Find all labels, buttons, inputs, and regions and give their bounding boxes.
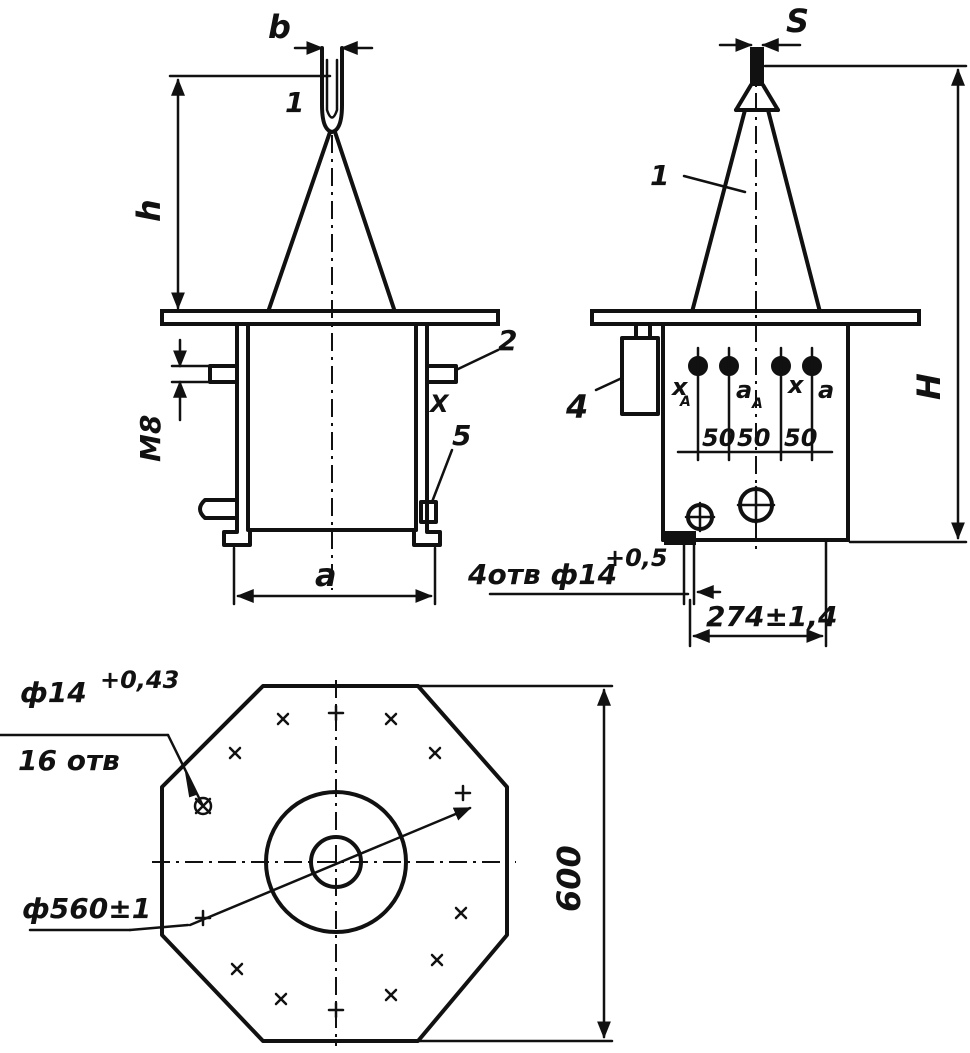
dim-m8-label: M8	[134, 415, 167, 462]
spacing-3: 50	[784, 424, 817, 452]
front-label-5: 5	[452, 419, 471, 452]
dim-H-label: H	[910, 373, 948, 400]
side-insulator	[690, 108, 822, 314]
side-view: x a x a A A 50 50 50 S 1 4 H	[467, 2, 968, 648]
hole-diameter-label: ф14	[20, 676, 87, 709]
front-view: b 1 h M8 2 X 5 a	[130, 8, 517, 606]
holes-note: 4отв ф14	[467, 558, 617, 591]
terminal-label-3: x	[787, 371, 805, 399]
front-insulator	[266, 130, 397, 314]
side-label-4: 4	[565, 388, 588, 426]
top-view: ф560±1 ф14 +0,43 16 отв 600	[0, 666, 614, 1046]
terminal-sub-1: A	[679, 394, 691, 410]
top-hole-marks	[193, 704, 472, 1019]
front-label-2: 2	[498, 324, 517, 357]
hole-tolerance-label: +0,43	[100, 666, 179, 694]
terminal-label-4: a	[818, 376, 834, 404]
dim-h-label: h	[130, 199, 168, 222]
dim-600-label: 600	[550, 845, 588, 912]
holes-tolerance: +0,5	[605, 544, 668, 572]
spacing-1: 50	[702, 424, 735, 452]
dim-s-label: S	[786, 2, 809, 40]
spacing-2: 50	[737, 424, 770, 452]
top-octagon	[160, 684, 509, 1043]
front-label-x: X	[428, 390, 450, 418]
terminal-label-1: x	[671, 373, 689, 401]
terminal-label-2: a	[736, 376, 752, 404]
dim-b-label: b	[268, 8, 291, 46]
circle-diameter-label: ф560±1	[22, 892, 151, 925]
dim-a-label: a	[315, 556, 337, 594]
hole-count-label: 16 отв	[18, 744, 120, 777]
front-label-1: 1	[285, 86, 304, 119]
dim-274-label: 274±1,4	[706, 600, 838, 633]
side-terminal-bushings	[688, 346, 822, 462]
front-terminal	[320, 46, 344, 134]
side-part-4	[620, 336, 660, 416]
side-label-1: 1	[650, 159, 669, 192]
